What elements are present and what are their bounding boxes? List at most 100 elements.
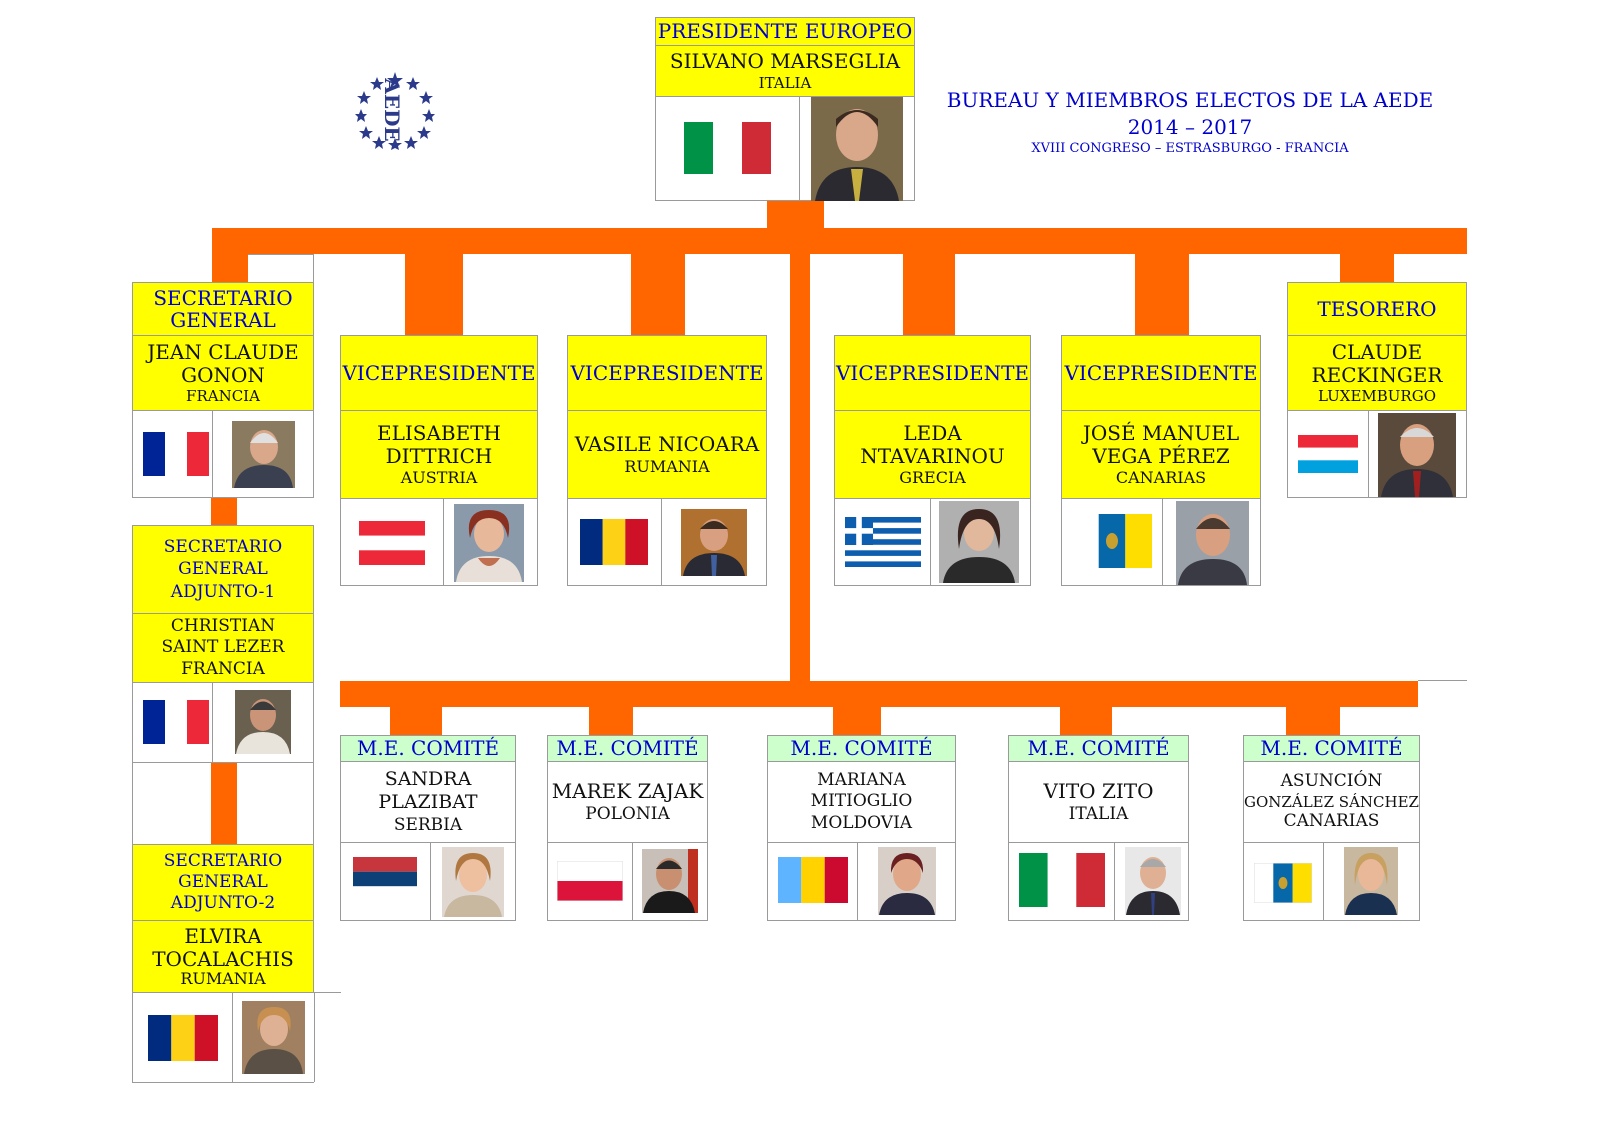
aede-star-logo-icon: AEDE <box>355 70 435 150</box>
vicepresident-info: JOSÉ MANUEL VEGA PÉREZ CANARIAS <box>1062 411 1260 498</box>
vicepresident-info: ELISABETH DITTRICH AUSTRIA <box>341 411 537 498</box>
committee-country: ITALIA <box>1068 804 1129 825</box>
treasurer-country: LUXEMBURGO <box>1317 386 1436 405</box>
vicepresident-pictures <box>835 498 1030 585</box>
person-photo-icon <box>681 509 747 576</box>
country-flag-icon <box>143 432 209 476</box>
adjunto2-info: ELVIRA TOCALACHIS RUMANIA <box>133 921 313 992</box>
committee-info: SANDRA PLAZIBAT SERBIA <box>378 767 478 836</box>
committee-pictures <box>768 842 955 920</box>
connector-adj1-to-adj2 <box>211 762 237 844</box>
adjunto2-role: SECRETARIO GENERAL ADJUNTO-2 <box>133 845 313 921</box>
vicepresident-card-3: VICEPRESIDENTE LEDA NTAVARINOU GRECIA <box>834 335 1031 586</box>
country-flag-icon <box>778 857 848 903</box>
vicepresident-info: VASILE NICOARA RUMANIA <box>568 411 766 498</box>
vicepresident-country: RUMANIA <box>624 457 710 477</box>
page-years: 2014 – 2017 <box>1127 115 1253 139</box>
committee-country: SERBIA <box>393 815 463 836</box>
vicepresident-name: JOSÉ MANUEL <box>1082 421 1240 446</box>
committee-country: MOLDOVIA <box>810 812 913 833</box>
committee-card-3: M.E. COMITÉ MARIANA MITIOGLIO MOLDOVIA <box>767 735 956 921</box>
vicepresident-role: VICEPRESIDENTE <box>835 336 1030 411</box>
vicepresident-role: VICEPRESIDENTE <box>568 336 766 411</box>
connector-c2-drop <box>589 707 633 735</box>
adjunto1-country: FRANCIA <box>181 658 265 679</box>
country-flag-icon <box>143 700 209 744</box>
adjunto2-name: ELVIRA <box>184 924 262 949</box>
adjunto1-role: SECRETARIO GENERAL ADJUNTO-1 <box>133 526 313 614</box>
person-photo-icon <box>232 421 295 488</box>
connector-vp4-drop <box>1135 254 1189 335</box>
committee-pictures <box>1244 842 1419 920</box>
vicepresident-pictures <box>341 498 537 585</box>
secretary-general-info: JEAN CLAUDE GONON FRANCIA <box>133 336 313 410</box>
person-photo-icon <box>811 97 903 201</box>
committee-card-4: M.E. COMITÉ VITO ZITO ITALIA <box>1008 735 1189 921</box>
vicepresident-country: AUSTRIA <box>400 467 478 487</box>
president-pictures <box>656 96 914 201</box>
person-photo-icon <box>242 1001 305 1074</box>
page-title: BUREAU Y MIEMBROS ELECTOS DE LA AEDE <box>946 88 1434 112</box>
committee-info: MAREK ZAJAK POLONIA <box>548 762 707 842</box>
committee-info: ASUNCIÓN GONZÁLEZ SÁNCHEZ CANARIAS <box>1244 771 1419 832</box>
president-card: PRESIDENTE EUROPEO SILVANO MARSEGLIA ITA… <box>655 17 915 201</box>
person-photo-icon <box>1378 413 1456 497</box>
secretary-general-card: SECRETARIO GENERAL JEAN CLAUDE GONON FRA… <box>132 282 314 498</box>
country-flag-icon <box>580 519 648 565</box>
guide-line-left-column <box>132 762 314 844</box>
country-flag-icon <box>845 517 921 567</box>
connector-treasurer-drop <box>1340 254 1394 282</box>
committee-card-5: M.E. COMITÉ ASUNCIÓN GONZÁLEZ SÁNCHEZ CA… <box>1243 735 1420 921</box>
adjunto1-card: SECRETARIO GENERAL ADJUNTO-1 CHRISTIAN S… <box>132 525 314 763</box>
connector-c5-drop <box>1286 707 1340 735</box>
committee-card-1: M.E. COMITÉ SANDRA PLAZIBAT SERBIA <box>340 735 516 921</box>
vicepresident-role: VICEPRESIDENTE <box>1062 336 1260 411</box>
adjunto1-pictures <box>133 682 313 762</box>
vicepresident-pictures <box>1062 498 1260 585</box>
country-flag-icon <box>684 122 771 174</box>
committee-pictures <box>341 842 515 920</box>
adjunto1-name: CHRISTIAN <box>170 616 276 637</box>
vicepresident-pictures <box>568 498 766 585</box>
country-flag-icon <box>1072 514 1152 568</box>
secretary-general-pictures <box>133 410 313 497</box>
president-country: ITALIA <box>758 74 812 93</box>
vicepresident-card-2: VICEPRESIDENTE VASILE NICOARA RUMANIA <box>567 335 767 586</box>
country-flag-icon <box>1298 435 1358 473</box>
person-photo-icon <box>442 847 504 917</box>
committee-name: ASUNCIÓN <box>1280 771 1383 792</box>
connector-c3-drop <box>833 707 881 735</box>
committee-pictures <box>1009 842 1188 920</box>
connector-top-horizontal <box>212 228 1467 254</box>
treasurer-pictures <box>1288 410 1466 497</box>
committee-name: MAREK ZAJAK <box>551 778 704 803</box>
guide-line-right <box>1418 680 1467 681</box>
vicepresident-name: ELISABETH <box>376 421 501 446</box>
guide-line-top-v <box>313 254 314 282</box>
secretary-general-name: JEAN CLAUDE <box>147 340 299 365</box>
treasurer-name: CLAUDE <box>1331 340 1423 365</box>
vicepresident-country: CANARIAS <box>1115 467 1207 487</box>
person-photo-icon <box>1344 847 1398 915</box>
person-photo-icon <box>642 849 698 913</box>
connector-president-down <box>767 200 824 228</box>
secretary-general-role: SECRETARIO GENERAL <box>133 283 313 336</box>
committee-country: POLONIA <box>585 804 670 825</box>
connector-c4-drop <box>1060 707 1112 735</box>
connector-vp1-drop <box>405 254 463 335</box>
country-flag-icon <box>1019 853 1105 907</box>
connector-vp3-drop <box>903 254 955 335</box>
connector-sg-drop <box>212 254 248 282</box>
vicepresident-name: LEDA <box>903 421 962 446</box>
vicepresident-card-4: VICEPRESIDENTE JOSÉ MANUEL VEGA PÉREZ CA… <box>1061 335 1261 586</box>
connector-center-trunk <box>790 254 810 681</box>
vicepresident-country: GRECIA <box>899 467 966 487</box>
treasurer-info: CLAUDE RECKINGER LUXEMBURGO <box>1288 336 1466 410</box>
adjunto1-info: CHRISTIAN SAINT LEZER FRANCIA <box>133 614 313 682</box>
president-role: PRESIDENTE EUROPEO <box>656 18 914 46</box>
committee-info: MARIANA MITIOGLIO MOLDOVIA <box>810 770 913 833</box>
committee-name: MARIANA <box>817 770 906 791</box>
committee-role: M.E. COMITÉ <box>548 736 707 762</box>
secretary-general-country: FRANCIA <box>186 386 260 405</box>
committee-country: CANARIAS <box>1283 811 1380 832</box>
